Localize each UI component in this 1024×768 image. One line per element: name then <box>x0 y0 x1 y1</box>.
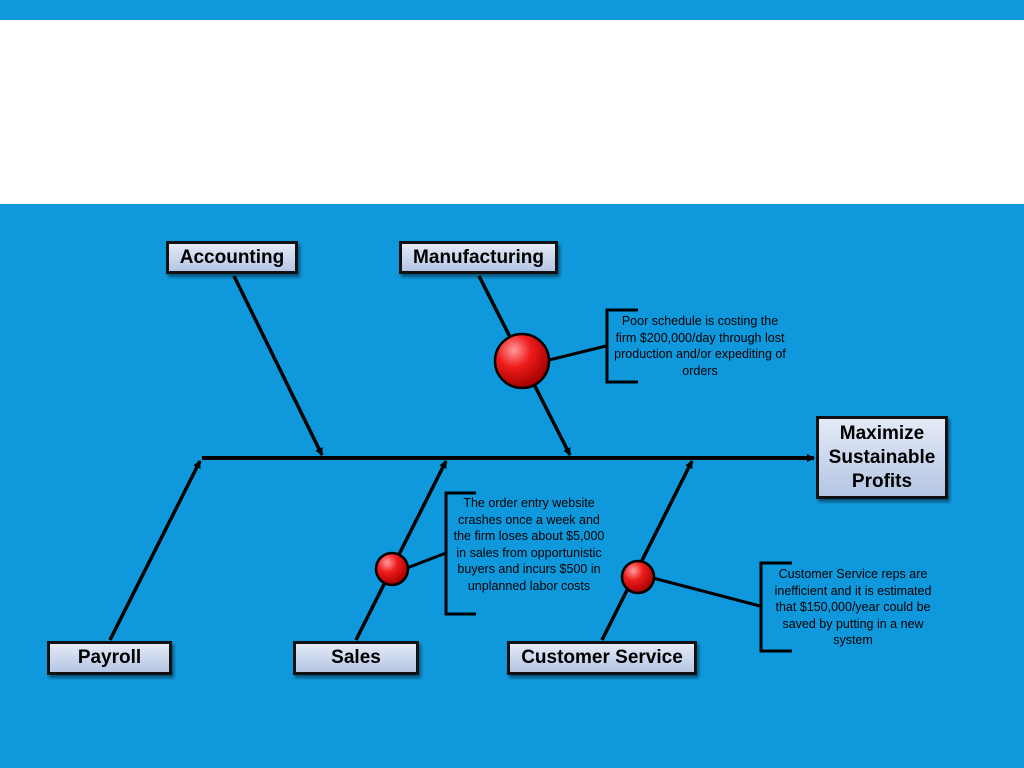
customer-service-note-connector <box>652 576 761 608</box>
top-accent-band <box>0 0 1024 20</box>
sales-cause-marker <box>374 551 410 587</box>
manufacturing-note-bracket <box>605 308 638 384</box>
customer-service-cause-marker <box>620 559 656 595</box>
category-customer-service-label: Customer Service <box>521 647 683 668</box>
sales-note-bracket <box>444 491 476 616</box>
payroll-bone <box>108 460 202 641</box>
category-sales-label: Sales <box>331 647 381 668</box>
sales-cause-note: The order entry website crashes once a w… <box>453 496 605 593</box>
category-accounting: Accounting <box>166 241 298 274</box>
category-manufacturing-label: Manufacturing <box>413 246 544 268</box>
category-accounting-label: Accounting <box>179 246 285 268</box>
manufacturing-cause-marker <box>493 332 551 390</box>
manufacturing-cause-note: Poor schedule is costing the firm $200,0… <box>614 314 786 378</box>
category-sales: Sales <box>293 641 419 675</box>
customer-service-note-bracket <box>759 561 792 653</box>
effect-box: Maximize Sustainable Profits <box>816 416 948 499</box>
customer-service-cause-note: Customer Service reps are inefficient an… <box>774 567 932 647</box>
sales-bone <box>354 460 448 641</box>
accounting-bone <box>232 275 324 456</box>
customer-service-bone <box>600 460 694 641</box>
category-payroll-label: Payroll <box>77 647 142 668</box>
sales-note-connector <box>406 551 447 570</box>
category-payroll: Payroll <box>47 641 172 675</box>
category-manufacturing: Manufacturing <box>399 241 558 274</box>
effect-line-3: Profits <box>851 470 913 492</box>
effect-line-2: Sustainable <box>828 446 936 468</box>
category-customer-service: Customer Service <box>507 641 697 675</box>
manufacturing-note-connector <box>548 344 607 362</box>
effect-line-1: Maximize <box>839 422 925 444</box>
title-area <box>0 20 1024 204</box>
